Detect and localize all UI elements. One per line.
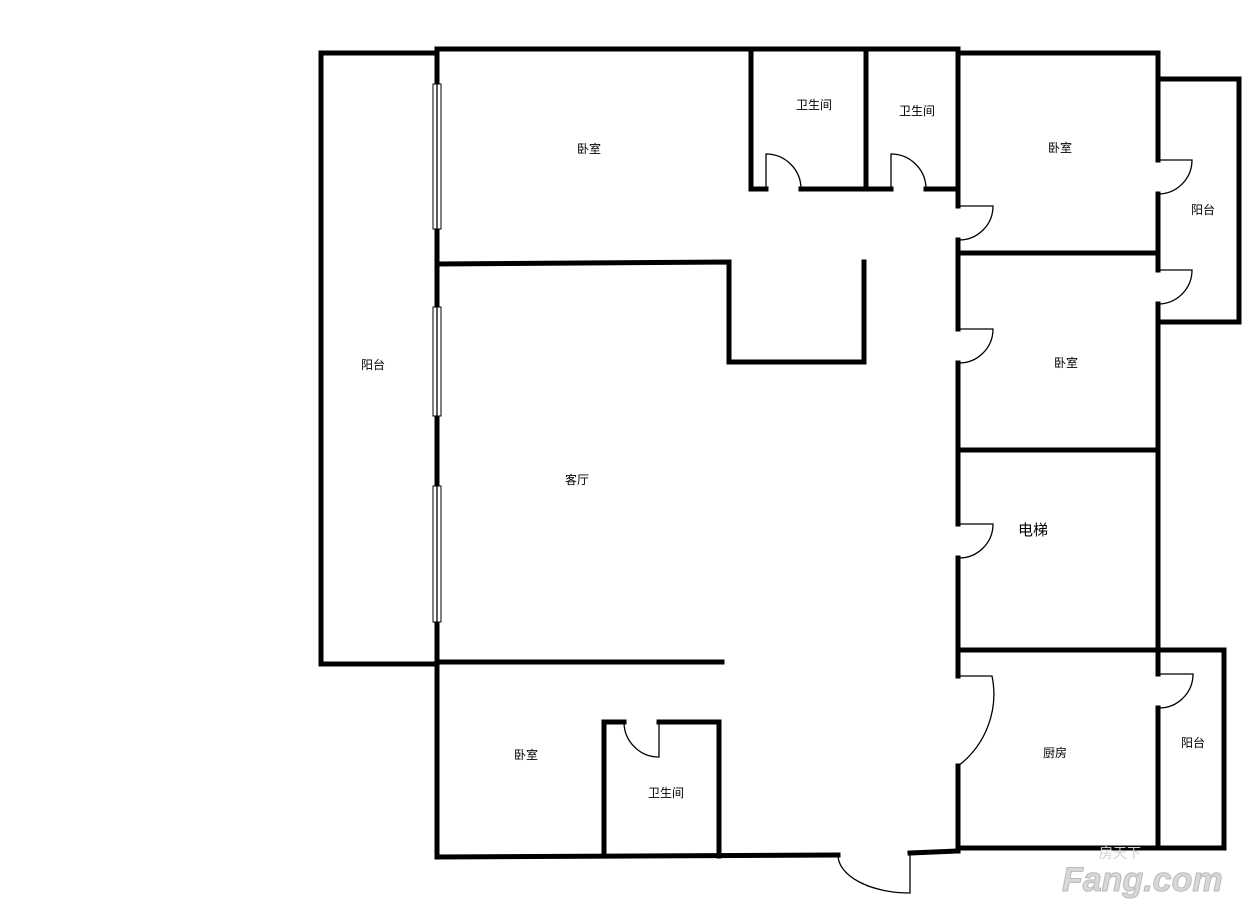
wall-balcony-right-bottom bbox=[955, 647, 1227, 851]
room-labels: 阳台 卧室 卫生间 卫生间 卧室 阳台 卧室 客厅 电梯 厨房 阳台 卧室 卫生… bbox=[361, 98, 1215, 800]
label-bedroom-top: 卧室 bbox=[577, 141, 601, 156]
label-living-room: 客厅 bbox=[565, 472, 589, 487]
label-bedroom-right-top: 卧室 bbox=[1048, 140, 1072, 155]
door-balcony-right-bottom bbox=[1157, 673, 1194, 709]
watermark-brand: Fang.com bbox=[1062, 861, 1223, 899]
door-bedroom-right-top bbox=[957, 205, 994, 241]
label-balcony-right-bottom: 阳台 bbox=[1181, 735, 1205, 750]
door-balcony-right-top-2 bbox=[1157, 269, 1193, 305]
label-kitchen: 厨房 bbox=[1043, 745, 1067, 760]
door-balcony-right-top-1 bbox=[1157, 159, 1193, 195]
door-entrance bbox=[837, 853, 911, 894]
label-bedroom-bottom: 卧室 bbox=[514, 747, 538, 762]
label-elevator: 电梯 bbox=[1018, 521, 1048, 539]
doors bbox=[623, 153, 1194, 894]
label-bedroom-right-mid: 卧室 bbox=[1054, 355, 1078, 370]
door-bath-3 bbox=[623, 721, 660, 758]
watermark-small: 房天下 bbox=[1099, 846, 1141, 862]
walls bbox=[318, 46, 1242, 860]
label-balcony-left: 阳台 bbox=[361, 357, 385, 372]
label-bath-3: 卫生间 bbox=[648, 786, 684, 800]
watermark: 房天下 Fang.com bbox=[1062, 846, 1224, 900]
door-bath-1 bbox=[765, 153, 802, 190]
label-bath-1: 卫生间 bbox=[796, 98, 832, 112]
windows bbox=[432, 83, 442, 623]
door-elevator bbox=[957, 523, 994, 559]
wall-balcony-left bbox=[318, 50, 440, 667]
label-bath-2: 卫生间 bbox=[899, 104, 935, 118]
label-balcony-right-top: 阳台 bbox=[1191, 202, 1215, 217]
wall-bath-bottom bbox=[601, 719, 722, 859]
wall-bottom bbox=[434, 848, 961, 860]
door-bedroom-right-mid bbox=[957, 328, 994, 364]
wall-balcony-right-top bbox=[1155, 76, 1242, 325]
wall-bath-left bbox=[748, 50, 894, 192]
wall-bedroom-top-bottom bbox=[434, 259, 867, 365]
door-kitchen bbox=[957, 675, 995, 767]
door-bath-2 bbox=[890, 153, 927, 190]
wall-top bbox=[434, 46, 1161, 56]
